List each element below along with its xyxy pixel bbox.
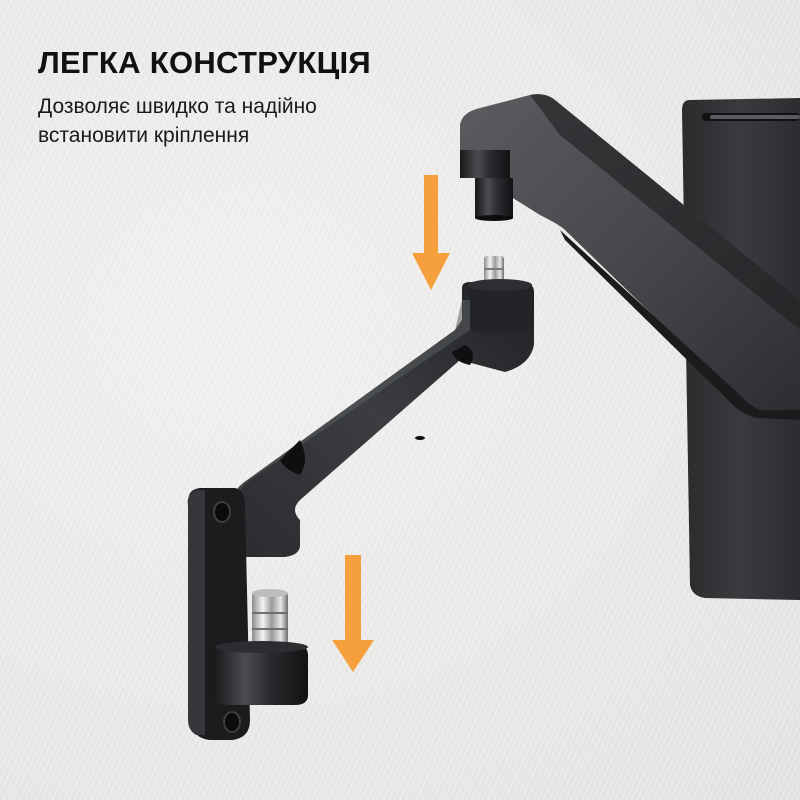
- arm-slot-right: [452, 345, 474, 365]
- subline: Дозволяє швидко та надійно встановити кр…: [38, 92, 418, 150]
- screw-hole-top: [213, 501, 231, 523]
- arrow-down-icon: [332, 555, 374, 672]
- headline: ЛЕГКА КОНСТРУКЦІЯ: [38, 45, 372, 80]
- lower-chrome-pin: [252, 589, 288, 654]
- lower-joint-collar: [212, 641, 308, 705]
- subline-line-1: Дозволяє швидко та надійно: [38, 95, 317, 118]
- upper-arm-segment: [460, 94, 800, 420]
- lower-arm-segment: [232, 279, 534, 557]
- screw-hole-bottom: [223, 711, 241, 733]
- upper-chrome-pin: [484, 256, 504, 286]
- arrow-down-icon: [412, 175, 450, 290]
- upper-joint-sleeve: [460, 150, 513, 221]
- subline-line-2: встановити кріплення: [38, 124, 250, 147]
- arm-slot-left: [280, 440, 305, 475]
